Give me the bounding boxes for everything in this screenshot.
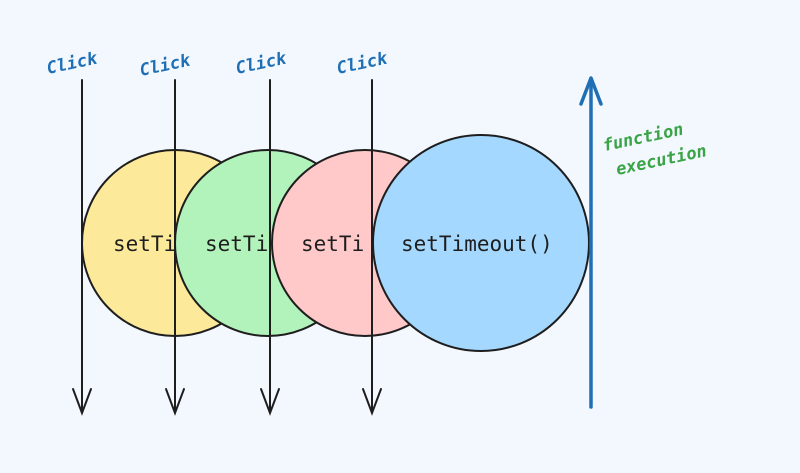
timeout-label-1: setTi [113, 232, 176, 256]
click-arrow-4 [362, 79, 382, 416]
click-label-3: Click [234, 49, 289, 79]
click-arrow-3 [260, 79, 280, 416]
click-arrow-1 [72, 79, 92, 416]
timeout-label-4: setTimeout() [401, 232, 553, 256]
click-label-4: Click [335, 49, 390, 79]
click-label-2: Click [138, 51, 193, 81]
click-arrow-2 [165, 79, 185, 416]
timeout-group-4: setTimeout() [372, 134, 590, 352]
timeout-label-2: setTi [205, 232, 268, 256]
click-label-1: Click [45, 49, 100, 79]
execution-label: function execution [601, 120, 709, 180]
timeout-label-3: setTi [301, 232, 364, 256]
execution-arrow [579, 76, 603, 409]
